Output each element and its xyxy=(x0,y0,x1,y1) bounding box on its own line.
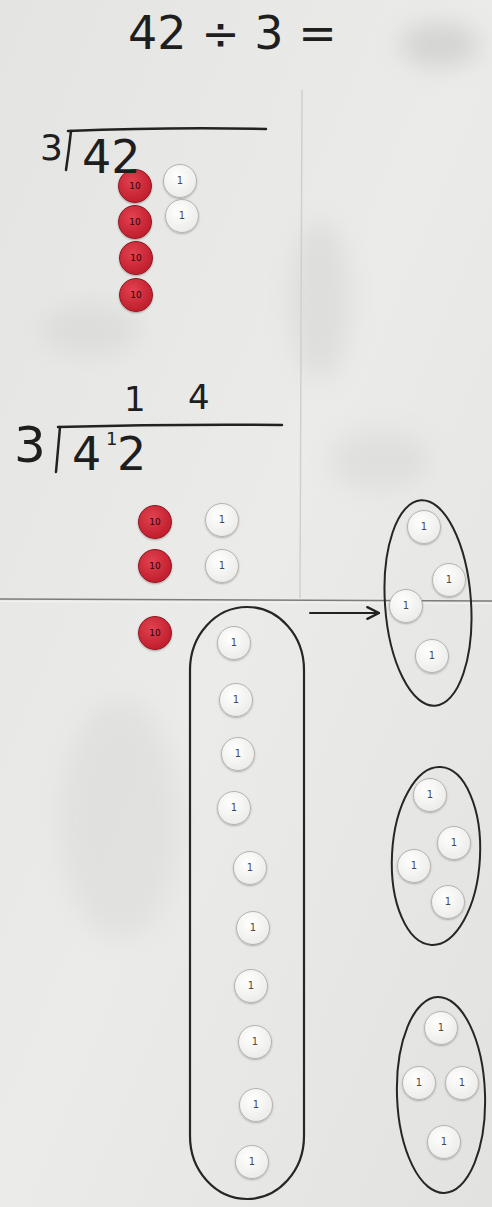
ones-counter: 1 xyxy=(233,851,267,885)
counter-value: 10 xyxy=(129,182,140,191)
loop-outline xyxy=(394,996,489,1195)
ones-counter: 1 xyxy=(238,1025,272,1059)
counter-value: 1 xyxy=(446,575,452,585)
grouping-loop: 1 1 1 1 xyxy=(395,995,487,1195)
division-bracket xyxy=(66,131,71,170)
ones-counter: 1 xyxy=(424,1011,458,1045)
counter-value: 1 xyxy=(459,1078,465,1088)
ones-counter: 1 xyxy=(236,911,270,945)
board-seam xyxy=(300,90,302,598)
smudge xyxy=(40,305,140,355)
ones-counter: 1 xyxy=(163,164,197,198)
grouping-loop: 1 1 1 1 xyxy=(383,498,473,708)
ones-counter: 1 xyxy=(427,1125,461,1159)
ones-counter: 1 xyxy=(389,589,423,623)
exchange-arrow xyxy=(310,612,379,614)
counter-value: 1 xyxy=(248,981,254,991)
division-bracket xyxy=(68,128,266,131)
counter-value: 1 xyxy=(177,176,183,186)
counter-value: 1 xyxy=(253,1100,259,1110)
ones-counter: 1 xyxy=(235,1145,269,1179)
counter-value: 1 xyxy=(247,863,253,873)
counter-value: 10 xyxy=(149,562,160,571)
counter-value: 10 xyxy=(129,218,140,227)
counter-value: 1 xyxy=(441,1137,447,1147)
smudges xyxy=(40,23,480,940)
counter-value: 1 xyxy=(438,1023,444,1033)
ones-counter: 1 xyxy=(217,626,251,660)
division-digit: 42 xyxy=(82,134,141,180)
ones-counter: 1 xyxy=(217,791,251,825)
counter-value: 1 xyxy=(235,749,241,759)
counter-value: 1 xyxy=(427,790,433,800)
tens-counter: 10 xyxy=(119,241,153,275)
counter-value: 1 xyxy=(429,651,435,661)
loop-outline xyxy=(190,607,304,1199)
exchange-mark: 1 xyxy=(106,430,117,448)
tens-counter: 10 xyxy=(138,549,172,583)
counter-value: 1 xyxy=(411,861,417,871)
ones-counter: 1 xyxy=(205,503,239,537)
counter-value: 10 xyxy=(130,254,141,263)
counter-value: 1 xyxy=(179,211,185,221)
counter-value: 10 xyxy=(149,629,160,638)
division-digit: 4 xyxy=(188,380,210,414)
division-digit: 3 xyxy=(14,420,46,470)
counter-value: 10 xyxy=(130,291,141,300)
ones-counter: 1 xyxy=(219,683,253,717)
ones-counter: 1 xyxy=(413,778,447,812)
counter-value: 1 xyxy=(252,1037,258,1047)
counter-value: 10 xyxy=(149,518,160,527)
division-digit: 2 xyxy=(117,431,146,477)
ones-counter: 1 xyxy=(445,1066,479,1100)
counter-value: 1 xyxy=(250,923,256,933)
ones-counter: 1 xyxy=(165,199,199,233)
division-digit: 4 xyxy=(72,431,101,477)
ones-counter: 1 xyxy=(402,1066,436,1100)
ones-counter: 1 xyxy=(407,510,441,544)
ones-counter: 1 xyxy=(234,969,268,1003)
ones-counter: 1 xyxy=(239,1088,273,1122)
counter-value: 1 xyxy=(219,561,225,571)
ones-counter: 1 xyxy=(431,885,465,919)
tens-counter: 10 xyxy=(118,205,152,239)
ones-counter: 1 xyxy=(221,737,255,771)
tens-counter: 10 xyxy=(119,278,153,312)
division-digit: 3 xyxy=(40,130,63,166)
counter-value: 1 xyxy=(403,601,409,611)
ones-counter: 1 xyxy=(432,563,466,597)
counter-value: 1 xyxy=(233,695,239,705)
smudge xyxy=(60,700,180,940)
smudge xyxy=(400,23,480,67)
grouping-loop: 1 1 1 1 1 1 1 1 1 1 xyxy=(188,605,306,1201)
ones-counter: 1 xyxy=(205,549,239,583)
smudge xyxy=(330,430,430,490)
counter-value: 1 xyxy=(451,838,457,848)
tens-counter: 10 xyxy=(138,616,172,650)
counter-value: 1 xyxy=(219,515,225,525)
counter-value: 1 xyxy=(231,803,237,813)
division-bracket xyxy=(58,425,282,427)
counter-value: 1 xyxy=(445,897,451,907)
grouping-loop: 1 1 1 1 xyxy=(390,765,482,947)
ones-counter: 1 xyxy=(415,639,449,673)
counter-value: 1 xyxy=(421,522,427,532)
smudge xyxy=(290,220,350,380)
counter-value: 1 xyxy=(249,1157,255,1167)
ones-counter: 1 xyxy=(437,826,471,860)
ones-counter: 1 xyxy=(397,849,431,883)
counter-value: 1 xyxy=(416,1078,422,1088)
loop-outline xyxy=(378,497,478,708)
tens-counter: 10 xyxy=(138,505,172,539)
division-digit: 1 xyxy=(124,382,146,416)
loop-outline xyxy=(387,765,484,947)
counter-value: 1 xyxy=(231,638,237,648)
title: 42 ÷ 3 = xyxy=(128,10,337,56)
division-bracket xyxy=(56,427,60,472)
